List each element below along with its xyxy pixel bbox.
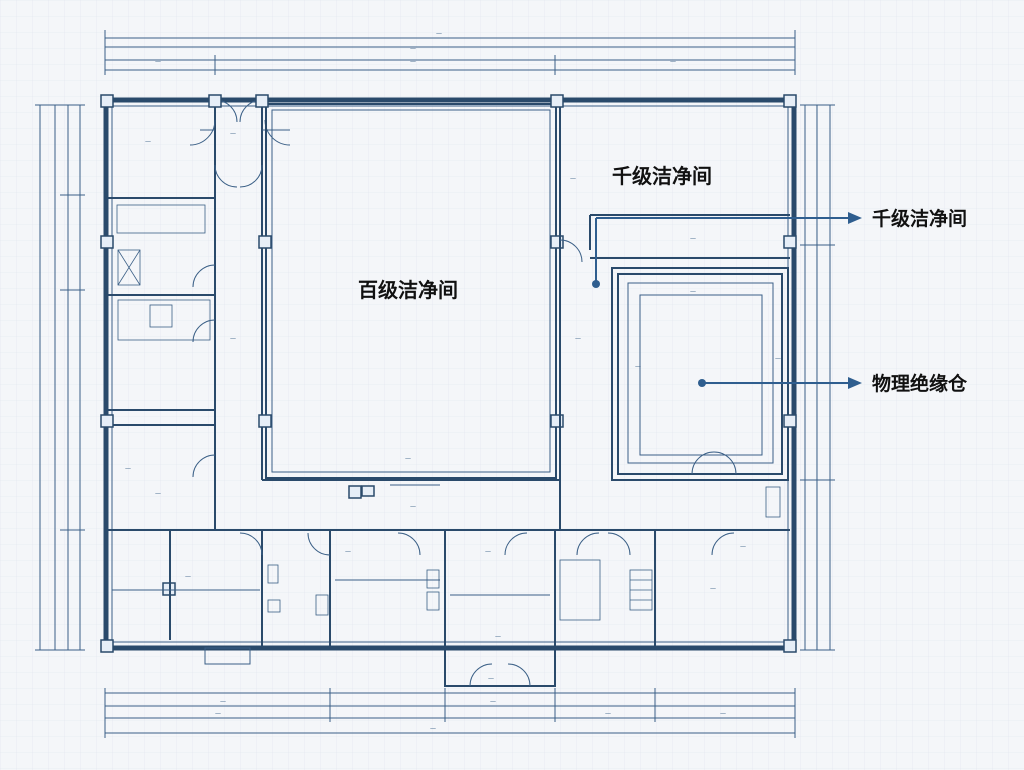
bottom-dimensions: — — — — — — [104,688,796,738]
bottom-rooms: — — — — — — — [112,486,781,687]
svg-text:—: — [490,698,496,705]
svg-text:—: — [410,45,416,52]
svg-text:—: — [690,235,696,242]
svg-text:—: — [495,633,501,640]
svg-text:—: — [155,58,161,65]
svg-text:—: — [690,288,696,295]
callout-insulation-chamber: 物理绝缘仓 [698,372,968,395]
svg-text:—: — [230,335,236,342]
svg-text:—: — [345,548,351,555]
svg-text:—: — [230,130,236,137]
room-label-class-1000: 千级洁净间 [612,164,712,188]
svg-text:—: — [635,363,641,370]
class-1000-room: — — — [559,100,790,530]
callout-label-insulation-chamber: 物理绝缘仓 [872,372,968,395]
svg-text:—: — [670,58,676,65]
svg-text:—: — [488,675,494,682]
svg-text:—: — [215,710,221,717]
room-label-class-100: 百级洁净间 [358,278,458,302]
svg-text:—: — [410,58,416,65]
svg-text:—: — [605,710,611,717]
insulation-chamber-walls: — — — [611,267,789,481]
svg-text:—: — [775,355,781,362]
svg-text:—: — [145,138,151,145]
callout-class-1000: 千级洁净间 [592,207,967,288]
svg-text:—: — [410,503,416,510]
svg-text:—: — [220,698,226,705]
top-dimensions: — — — — — [104,30,796,75]
svg-text:—: — [710,585,716,592]
arrow-right-icon [848,377,862,389]
svg-text:—: — [485,548,491,555]
svg-text:—: — [740,543,746,550]
svg-text:—: — [436,30,442,37]
svg-text:—: — [185,573,191,580]
arrow-right-icon [848,212,862,224]
left-dimensions [35,104,85,651]
svg-text:—: — [720,710,726,717]
right-dimensions [800,104,835,651]
left-rooms: — — — — — [106,100,262,531]
callout-label-class-1000: 千级洁净间 [872,207,967,230]
svg-text:—: — [125,465,131,472]
svg-text:—: — [430,725,436,732]
svg-text:—: — [405,455,411,462]
svg-text:—: — [575,335,581,342]
svg-text:—: — [155,490,161,497]
svg-text:—: — [570,175,576,182]
class-100-room: — — [258,103,564,510]
